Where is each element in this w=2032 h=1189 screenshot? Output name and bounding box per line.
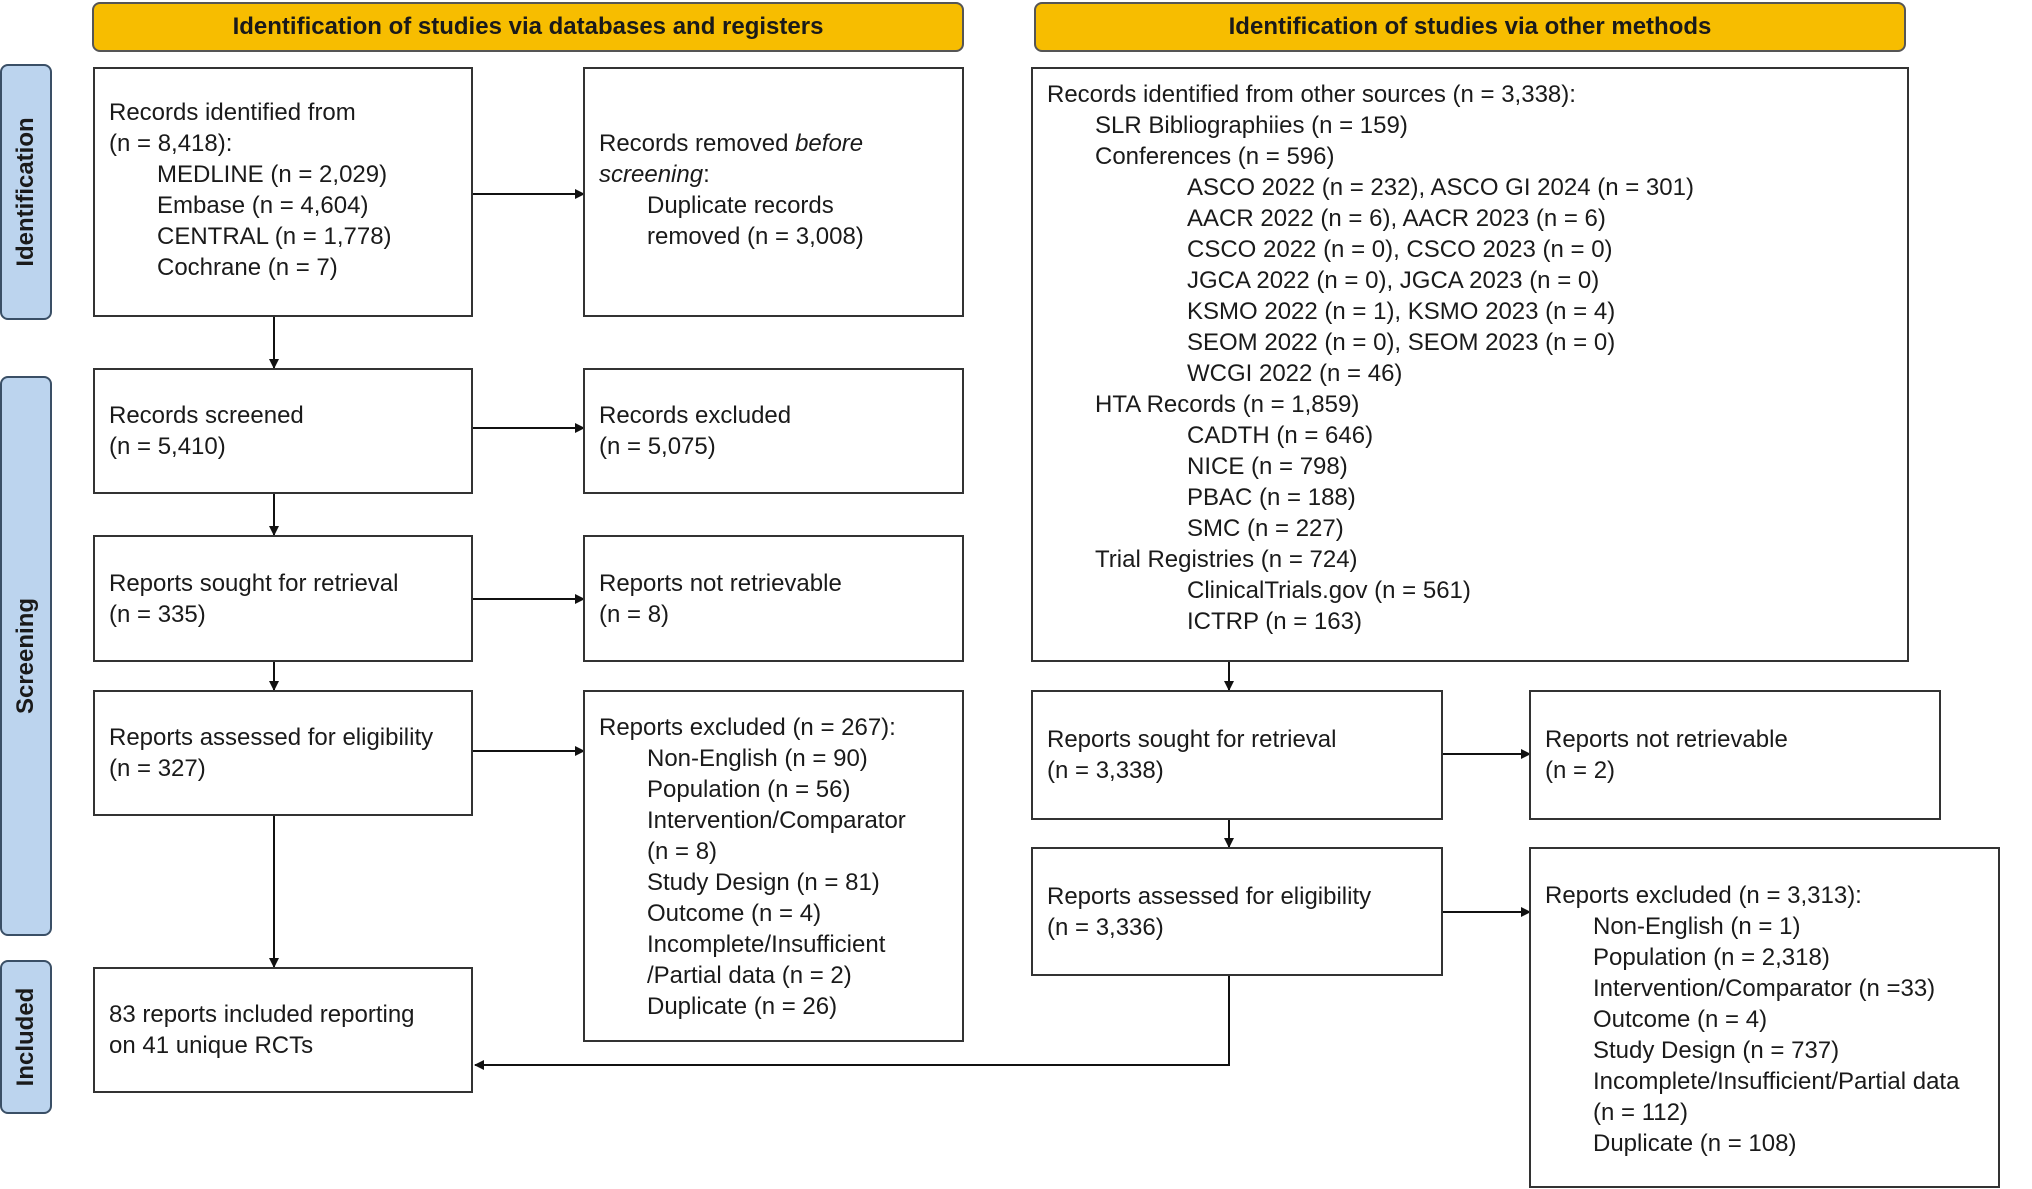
other-source-item: Conferences (n = 596)	[1095, 143, 1335, 170]
other-exclusion-item: Outcome (n = 4)	[1593, 1006, 1768, 1033]
exclusion-item: Non-English (n = 90)	[647, 745, 868, 772]
other-reports-excluded-box: Reports excluded (n = 3,313): Non-Englis…	[1529, 847, 2000, 1188]
records-excluded-box: Records excluded (n = 5,075)	[583, 368, 964, 494]
records-removed-prefix: Records removed	[599, 130, 796, 157]
other-source-subitem: ASCO 2022 (n = 232), ASCO GI 2024 (n = 3…	[1187, 174, 1694, 201]
phase-screening: Screening	[0, 376, 52, 936]
other-exclusion-item: Incomplete/Insufficient/Partial data	[1593, 1068, 1960, 1095]
exclusion-item: /Partial data (n = 2)	[647, 962, 852, 989]
records-removed-detail: Duplicate records	[647, 192, 834, 219]
records-screened-count: (n = 5,410)	[109, 433, 226, 460]
phase-included: Included	[0, 960, 52, 1114]
records-removed-em-screening: screening	[599, 161, 704, 188]
other-exclusion-item: Duplicate (n = 108)	[1593, 1130, 1797, 1157]
reports-not-retrievable-box: Reports not retrievable (n = 8)	[583, 535, 964, 662]
other-source-subitem: JGCA 2022 (n = 0), JGCA 2023 (n = 0)	[1187, 267, 1600, 294]
reports-sought-box: Reports sought for retrieval (n = 335)	[93, 535, 473, 662]
other-source-subitem: WCGI 2022 (n = 46)	[1187, 360, 1403, 387]
reports-excluded-box: Reports excluded (n = 267): Non-English …	[583, 690, 964, 1042]
records-screened-box: Records screened (n = 5,410)	[93, 368, 473, 494]
arrow-other-assessed-to-included	[474, 976, 1230, 1070]
other-source-subitem: NICE (n = 798)	[1187, 453, 1348, 480]
other-source-item: SLR Bibliographiies (n = 159)	[1095, 112, 1408, 139]
other-exclusion-item: (n = 112)	[1593, 1099, 1688, 1126]
records-identified-box: Records identified from (n = 8,418): MED…	[93, 67, 473, 317]
source-item: MEDLINE (n = 2,029)	[157, 161, 388, 188]
exclusion-item: Incomplete/Insufficient	[647, 931, 886, 958]
reports-not-retrievable-count: (n = 8)	[599, 600, 670, 628]
reports-assessed-count: (n = 327)	[109, 755, 206, 782]
other-source-subitem: AACR 2022 (n = 6), AACR 2023 (n = 6)	[1187, 205, 1606, 232]
other-not-retrievable-count: (n = 2)	[1545, 757, 1616, 784]
other-records-identified-title: Records identified from other sources (n…	[1047, 81, 1576, 108]
records-removed-detail: removed (n = 3,008)	[647, 223, 864, 250]
included-box: 83 reports included reporting on 41 uniq…	[93, 967, 473, 1093]
header-other-methods: Identification of studies via other meth…	[1034, 2, 1906, 52]
reports-not-retrievable-title: Reports not retrievable	[599, 569, 842, 597]
records-removed-em-before: before	[795, 130, 864, 157]
records-removed-title-2: screening:	[599, 159, 952, 190]
other-exclusion-item: Study Design (n = 737)	[1593, 1037, 1840, 1064]
included-line-1: 83 reports included reporting	[109, 1001, 415, 1028]
other-exclusion-item: Non-English (n = 1)	[1593, 913, 1801, 940]
exclusion-item: Duplicate (n = 26)	[647, 993, 838, 1020]
exclusion-item: Intervention/Comparator	[647, 807, 906, 834]
other-reports-not-retrievable-box: Reports not retrievable (n = 2)	[1529, 690, 1941, 820]
other-source-subitem: ICTRP (n = 163)	[1187, 608, 1362, 635]
other-source-item: Trial Registries (n = 724)	[1095, 546, 1358, 573]
records-screened-title: Records screened	[109, 402, 304, 429]
records-removed-suffix: :	[703, 161, 710, 188]
header-databases: Identification of studies via databases …	[92, 2, 964, 52]
other-reports-assessed-title: Reports assessed for eligibility	[1047, 882, 1372, 910]
other-source-subitem: CSCO 2022 (n = 0), CSCO 2023 (n = 0)	[1187, 236, 1613, 263]
other-source-subitem: SMC (n = 227)	[1187, 515, 1344, 542]
other-source-item: HTA Records (n = 1,859)	[1095, 391, 1360, 418]
other-source-subitem: CADTH (n = 646)	[1187, 422, 1374, 449]
other-not-retrievable-title: Reports not retrievable	[1545, 726, 1788, 753]
other-exclusion-item: Intervention/Comparator (n =33)	[1593, 975, 1936, 1002]
source-item: CENTRAL (n = 1,778)	[157, 223, 392, 250]
records-excluded-count: (n = 5,075)	[599, 433, 716, 460]
records-removed-box: Records removed before screening: Duplic…	[583, 67, 964, 317]
records-removed-title: Records removed before	[599, 128, 952, 159]
other-exclusion-item: Population (n = 2,318)	[1593, 944, 1830, 971]
other-source-subitem: ClinicalTrials.gov (n = 561)	[1187, 577, 1471, 604]
exclusion-item: (n = 8)	[647, 838, 718, 865]
other-source-subitem: PBAC (n = 188)	[1187, 484, 1356, 511]
other-reports-sought-title: Reports sought for retrieval	[1047, 726, 1337, 753]
other-reports-sought-box: Reports sought for retrieval (n = 3,338)	[1031, 690, 1443, 820]
other-reports-sought-count: (n = 3,338)	[1047, 757, 1164, 784]
reports-sought-title: Reports sought for retrieval	[109, 569, 399, 597]
source-item: Embase (n = 4,604)	[157, 192, 369, 219]
other-source-subitem: KSMO 2022 (n = 1), KSMO 2023 (n = 4)	[1187, 298, 1616, 325]
reports-assessed-box: Reports assessed for eligibility (n = 32…	[93, 690, 473, 816]
phase-identification: Identification	[0, 64, 52, 320]
records-identified-title: Records identified from	[109, 99, 356, 126]
other-records-identified-box: Records identified from other sources (n…	[1031, 67, 1909, 662]
exclusion-item: Study Design (n = 81)	[647, 869, 880, 896]
other-reports-assessed-box: Reports assessed for eligibility (n = 3,…	[1031, 847, 1443, 976]
other-reports-excluded-title: Reports excluded (n = 3,313):	[1545, 882, 1862, 909]
records-excluded-title: Records excluded	[599, 402, 792, 429]
exclusion-item: Population (n = 56)	[647, 776, 851, 803]
exclusion-item: Outcome (n = 4)	[647, 900, 822, 927]
other-reports-assessed-count: (n = 3,336)	[1047, 913, 1164, 941]
reports-excluded-title: Reports excluded (n = 267):	[599, 714, 896, 741]
records-identified-count: (n = 8,418):	[109, 130, 233, 157]
reports-sought-count: (n = 335)	[109, 600, 206, 628]
source-item: Cochrane (n = 7)	[157, 254, 338, 281]
included-line-2: on 41 unique RCTs	[109, 1032, 314, 1059]
reports-assessed-title: Reports assessed for eligibility	[109, 724, 434, 751]
other-source-subitem: SEOM 2022 (n = 0), SEOM 2023 (n = 0)	[1187, 329, 1616, 356]
